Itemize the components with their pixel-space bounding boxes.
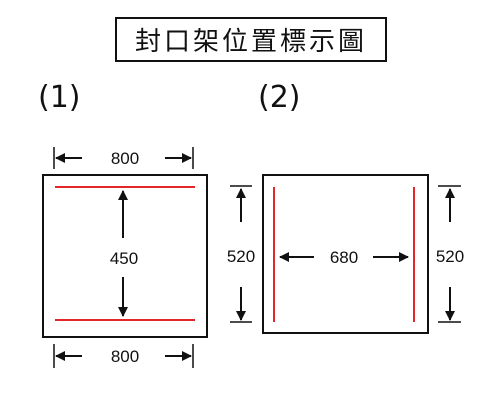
diagram-1: 800 450 800	[42, 147, 208, 368]
dimension-label: 800	[111, 347, 139, 366]
diagram-2-label: (2)	[258, 80, 301, 115]
dimension-label: 680	[330, 248, 358, 267]
frame-1	[42, 174, 208, 338]
dimension-bottom-800: 800	[53, 344, 194, 368]
dimension-left-520: 520	[227, 185, 255, 323]
dimension-inner-450: 450	[110, 190, 138, 317]
dimension-top-800: 800	[53, 147, 194, 169]
diagram-2: 520 680 520	[227, 174, 464, 334]
dimension-label: 800	[111, 149, 139, 168]
dimension-right-520: 520	[436, 185, 464, 323]
diagram-1-label: (1)	[38, 80, 81, 115]
dimension-label: 520	[436, 247, 464, 266]
dimension-label: 520	[227, 247, 255, 266]
dimension-inner-680: 680	[279, 248, 409, 267]
dimension-label: 450	[110, 249, 138, 268]
diagram-title: 封口架位置標示圖	[115, 17, 387, 62]
diagram-title-text: 封口架位置標示圖	[134, 27, 367, 57]
frame-2	[262, 174, 429, 334]
